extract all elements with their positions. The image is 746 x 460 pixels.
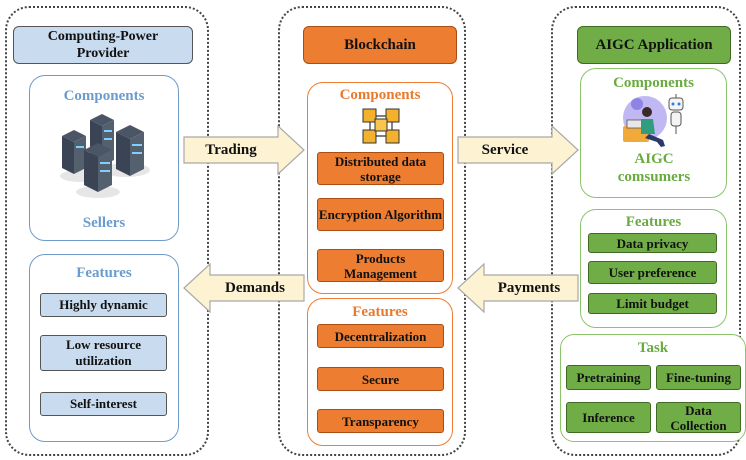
task-fine-tuning: Fine-tuning bbox=[656, 365, 741, 390]
feature-transparency: Transparency bbox=[317, 409, 444, 433]
aigc-consumers-label: AIGC comsumers bbox=[617, 151, 691, 185]
payments-arrow bbox=[457, 262, 579, 314]
blockchain-header: Blockchain bbox=[303, 26, 457, 64]
feature-low-resource-utilization: Low resource utilization bbox=[40, 335, 167, 371]
feature-highly-dynamic: Highly dynamic bbox=[40, 293, 167, 317]
provider-header: Computing-Power Provider bbox=[13, 26, 193, 64]
service-label: Service bbox=[481, 141, 529, 158]
application-features-title: Features bbox=[625, 214, 682, 230]
application-components-title: Components bbox=[613, 75, 694, 91]
blockchain-column bbox=[278, 6, 466, 456]
service-arrow bbox=[457, 124, 579, 176]
trading-label: Trading bbox=[205, 141, 257, 158]
feature-decentralization: Decentralization bbox=[317, 324, 444, 348]
trading-arrow bbox=[183, 124, 305, 176]
blockchain-cubes-icon bbox=[362, 108, 400, 144]
ai-user-robot-icon bbox=[623, 94, 684, 147]
feature-data-privacy: Data privacy bbox=[588, 233, 717, 253]
task-inference: Inference bbox=[566, 402, 651, 433]
blockchain-components-title: Components bbox=[339, 87, 421, 103]
application-header: AIGC Application bbox=[577, 26, 731, 64]
feature-secure: Secure bbox=[317, 367, 444, 391]
component-distributed-storage: Distributed data storage bbox=[317, 152, 444, 185]
blockchain-features-title: Features bbox=[352, 304, 408, 320]
task-data-collection: Data Collection bbox=[656, 402, 741, 433]
provider-components-title: Components bbox=[63, 88, 145, 104]
sellers-label: Sellers bbox=[82, 215, 126, 231]
server-icon bbox=[60, 114, 150, 198]
provider-features-title: Features bbox=[76, 265, 132, 281]
task-title: Task bbox=[637, 340, 669, 356]
feature-user-preference: User preference bbox=[588, 261, 717, 284]
component-encryption-algorithm: Encryption Algorithm bbox=[317, 198, 444, 231]
demands-label: Demands bbox=[224, 279, 285, 296]
component-products-management: Products Management bbox=[317, 249, 444, 282]
feature-self-interest: Self-interest bbox=[40, 392, 167, 416]
provider-column bbox=[5, 6, 209, 456]
task-pretraining: Pretraining bbox=[566, 365, 651, 390]
payments-label: Payments bbox=[497, 279, 561, 296]
demands-arrow bbox=[183, 262, 305, 314]
feature-limit-budget: Limit budget bbox=[588, 293, 717, 314]
application-column bbox=[551, 6, 741, 456]
